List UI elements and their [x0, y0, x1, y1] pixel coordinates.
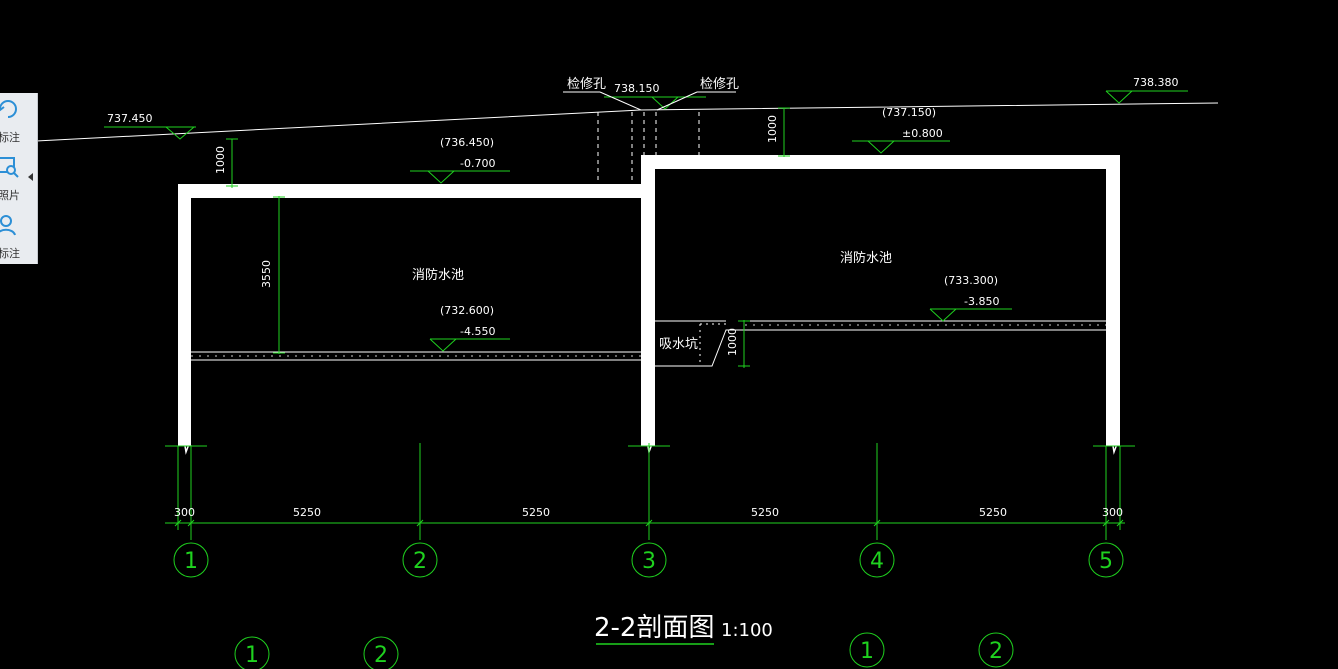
- next-axis-bubble-4[interactable]: 2: [978, 632, 1014, 668]
- elevation-top-left: 737.450: [104, 112, 196, 140]
- left-roof-abs: (736.450): [440, 136, 494, 149]
- left-pool-structure: [178, 184, 643, 446]
- toolbar-item-label: 照片: [0, 189, 20, 202]
- dim-sump-depth-label: 1000: [726, 328, 739, 356]
- elevation-right-floor: (733.300) -3.850: [929, 274, 1012, 322]
- next-axis-1-label: 1: [245, 643, 259, 668]
- left-floor-abs: (732.600): [440, 304, 494, 317]
- pool-left-label: 消防水池: [412, 267, 464, 283]
- toolbar-item-label: 标注: [0, 247, 20, 260]
- section-scale: 1:100: [721, 620, 773, 641]
- next-axis-bubble-1[interactable]: 1: [234, 636, 270, 669]
- refresh-icon: [0, 100, 17, 118]
- toolbar-item-annotate[interactable]: 标注: [0, 95, 37, 150]
- axis-1-label: 1: [184, 549, 198, 574]
- next-axis-2-label: 2: [374, 643, 388, 668]
- access-hole-right-label: 检修孔: [700, 77, 739, 92]
- dim-span-1: 300: [174, 506, 195, 519]
- right-pool-structure: [641, 155, 1120, 446]
- pool-right-label: 消防水池: [840, 250, 892, 266]
- elevation-right-roof: (737.150) ±0.800: [852, 106, 950, 154]
- elevation-left-roof: (736.450) -0.700: [410, 136, 510, 184]
- dim-span-3: 5250: [522, 506, 550, 519]
- dim-cover-left-label: 1000: [214, 146, 227, 174]
- access-hole-right: 检修孔: [656, 77, 739, 111]
- left-floor-slab: [191, 351, 641, 361]
- dim-height-left: 3550: [260, 196, 285, 354]
- elevation-top-right-label: 738.380: [1133, 76, 1179, 89]
- section-title: 2-2剖面图: [594, 613, 714, 643]
- elevation-top-right: 738.380: [1105, 76, 1188, 104]
- right-floor-abs: (733.300): [944, 274, 998, 287]
- dim-cover-left: 1000: [214, 138, 238, 188]
- dim-cover-right: 1000: [766, 107, 790, 157]
- next-axis-bubble-3[interactable]: 1: [849, 632, 885, 668]
- dim-height-left-label: 3550: [260, 260, 273, 288]
- right-floor-slab: [655, 320, 1106, 367]
- collapse-arrow-icon[interactable]: [28, 173, 33, 181]
- axis-bubble-2[interactable]: 2: [402, 542, 438, 578]
- dim-chain: [165, 443, 1135, 540]
- next-axis-bubble-2[interactable]: 2: [363, 636, 399, 669]
- dim-span-2: 5250: [293, 506, 321, 519]
- photo-search-icon: [0, 157, 19, 178]
- axis-bubble-3[interactable]: 3: [631, 542, 667, 578]
- dim-sump-depth: 1000: [726, 320, 750, 368]
- dim-span-6: 300: [1102, 506, 1123, 519]
- sump-label: 吸水坑: [659, 337, 698, 352]
- elevation-top-middle-label: 738.150: [614, 82, 660, 95]
- dim-span-4: 5250: [751, 506, 779, 519]
- axis-5-label: 5: [1099, 549, 1113, 574]
- elevation-top-left-label: 737.450: [107, 112, 153, 125]
- next-axis-4-label: 2: [989, 639, 1003, 664]
- access-hole-left: 检修孔: [563, 77, 642, 111]
- elevation-left-floor: (732.600) -4.550: [429, 304, 510, 352]
- access-hole-left-label: 检修孔: [567, 77, 606, 92]
- dim-span-labels: 300 5250 5250 5250 5250 300: [174, 506, 1123, 519]
- axis-4-label: 4: [870, 549, 884, 574]
- elevation-top-middle: 738.150: [604, 82, 706, 110]
- right-floor-rel: -3.850: [964, 295, 999, 308]
- left-floor-rel: -4.550: [460, 325, 495, 338]
- person-icon: [0, 215, 16, 236]
- right-roof-rel: ±0.800: [902, 127, 943, 140]
- ground-line: [35, 102, 1219, 142]
- axis-bubble-4[interactable]: 4: [859, 542, 895, 578]
- dim-cover-right-label: 1000: [766, 115, 779, 143]
- axis-2-label: 2: [413, 549, 427, 574]
- axis-3-label: 3: [642, 549, 656, 574]
- right-roof-abs: (737.150): [882, 106, 936, 119]
- left-roof-rel: -0.700: [460, 157, 495, 170]
- toolbar-item-annotate-person[interactable]: 标注: [0, 211, 37, 266]
- dim-span-5: 5250: [979, 506, 1007, 519]
- toolbar-item-photo[interactable]: 照片: [0, 153, 37, 208]
- toolbar-item-label: 标注: [0, 131, 20, 144]
- floating-toolbar: 标注 照片 标注: [0, 93, 38, 264]
- axis-bubble-1[interactable]: 1: [173, 542, 209, 578]
- next-axis-3-label: 1: [860, 639, 874, 664]
- axis-bubble-5[interactable]: 5: [1088, 542, 1124, 578]
